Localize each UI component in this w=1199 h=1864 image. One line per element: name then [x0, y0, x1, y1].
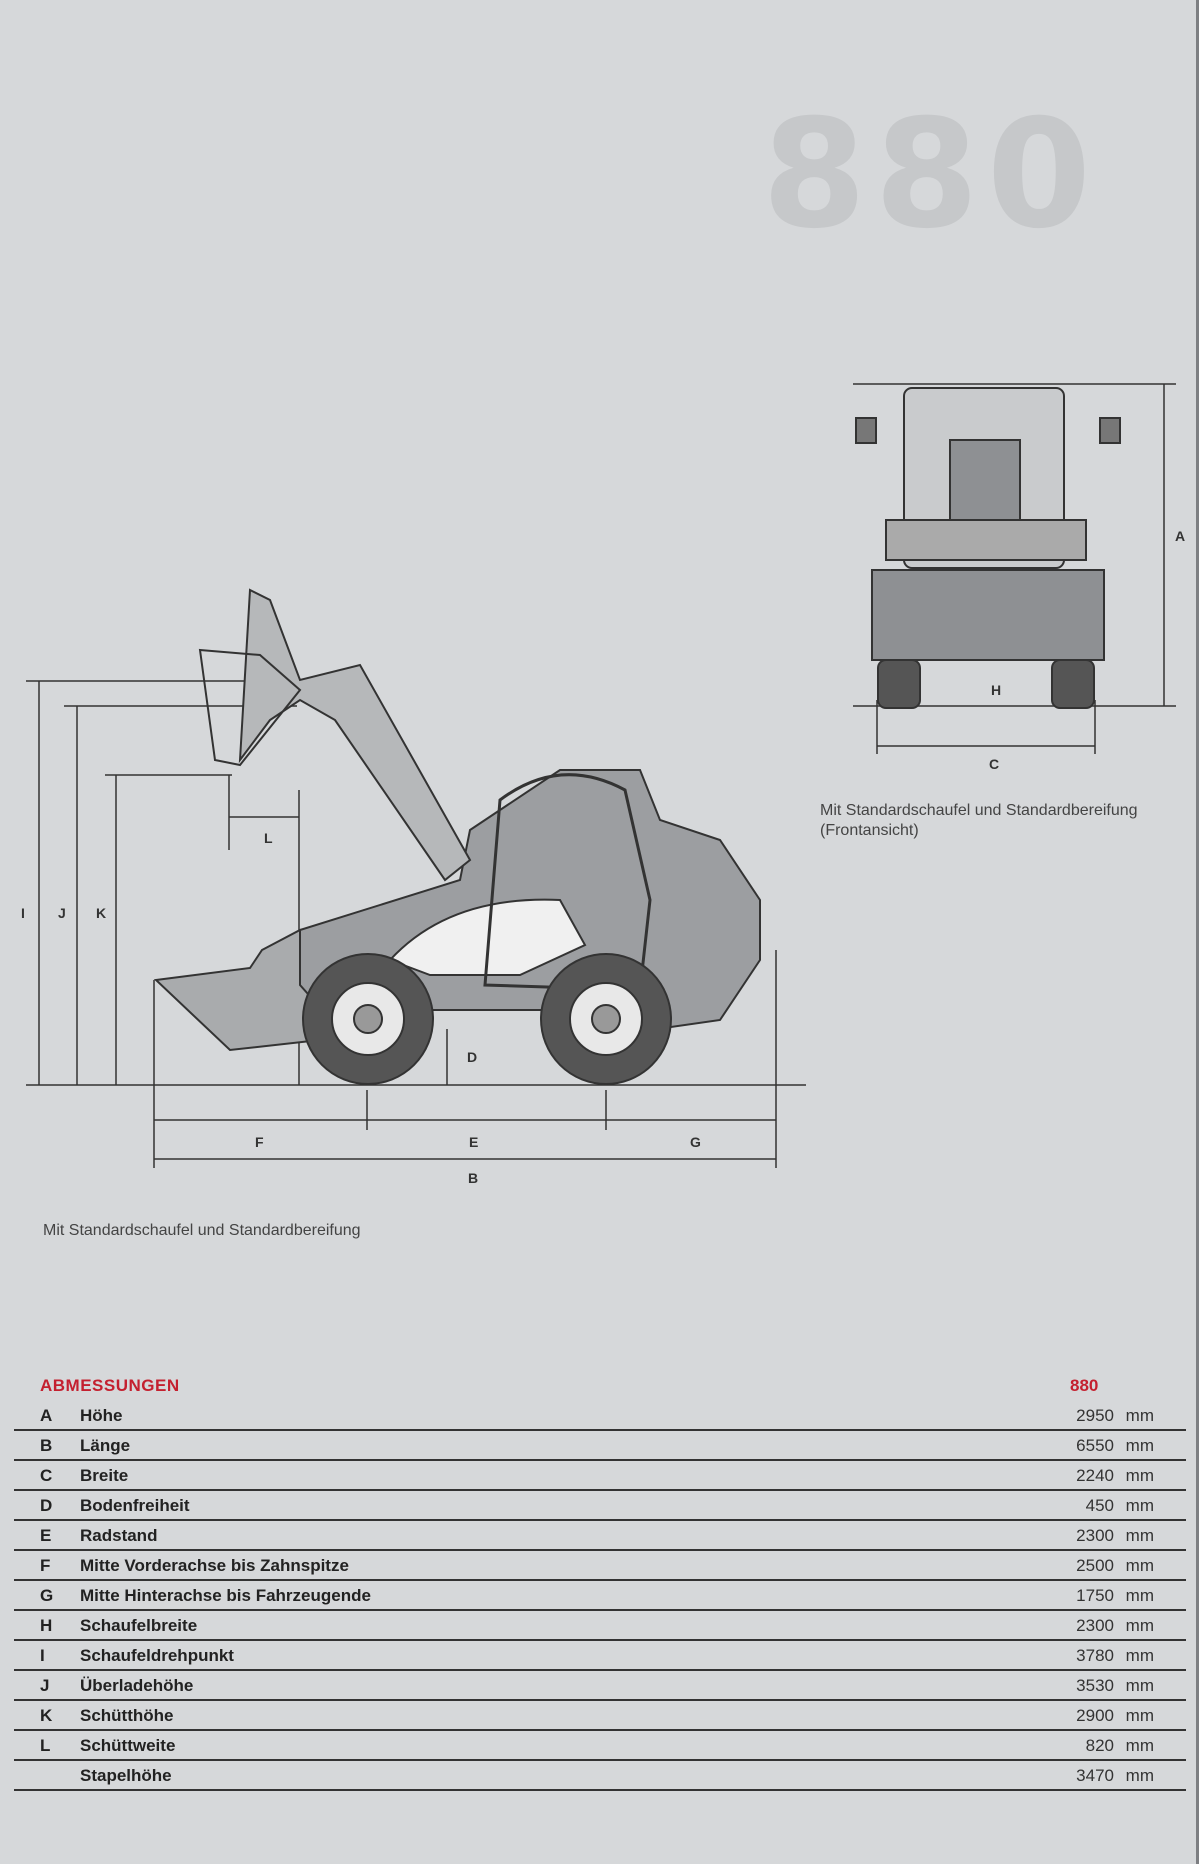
row-value: 820 — [1085, 1736, 1114, 1755]
row-key: G — [40, 1586, 54, 1605]
table-row: F Mitte Vorderachse bis Zahnspitze 2500 mm — [14, 1551, 1186, 1581]
row-key: C — [40, 1466, 53, 1485]
row-unit: mm — [1125, 1706, 1154, 1725]
row-value: 2300 — [1076, 1526, 1114, 1545]
table-title: ABMESSUNGEN — [40, 1376, 180, 1395]
row-unit: mm — [1125, 1556, 1154, 1575]
row-key: I — [40, 1646, 45, 1665]
dim-label-i: I — [21, 905, 25, 921]
technical-drawing — [26, 383, 1176, 1168]
table-row: K Schütthöhe 2900 mm — [14, 1701, 1186, 1731]
row-label: Überladehöhe — [80, 1676, 194, 1695]
front-caption-line2: (Frontansicht) — [820, 822, 919, 839]
row-unit: mm — [1125, 1616, 1154, 1635]
table-model: 880 — [1070, 1376, 1099, 1395]
row-label: Mitte Vorderachse bis Zahnspitze — [80, 1556, 349, 1575]
dim-label-e: E — [469, 1134, 479, 1150]
row-label: Bodenfreiheit — [80, 1496, 190, 1515]
row-unit: mm — [1125, 1736, 1154, 1755]
dim-label-l: L — [264, 830, 273, 846]
dim-label-g: G — [690, 1134, 701, 1150]
model-watermark: 880 — [762, 88, 1100, 262]
table-header: ABMESSUNGEN 880 — [14, 1372, 1186, 1401]
row-key: J — [40, 1676, 50, 1695]
row-key: A — [40, 1406, 53, 1425]
row-label: Höhe — [80, 1406, 123, 1425]
row-key: B — [40, 1436, 53, 1455]
wheel-loader-side — [153, 588, 761, 1085]
dim-label-h: H — [991, 682, 1002, 698]
row-label: Stapelhöhe — [80, 1766, 172, 1785]
row-unit: mm — [1125, 1766, 1154, 1785]
table-row: A Höhe 2950 mm — [14, 1401, 1186, 1431]
dim-label-k: K — [96, 905, 107, 921]
row-value: 2500 — [1076, 1556, 1114, 1575]
table-row: H Schaufelbreite 2300 mm — [14, 1611, 1186, 1641]
row-label: Schaufelbreite — [80, 1616, 198, 1635]
wheel-loader-front — [855, 387, 1121, 709]
table-row: J Überladehöhe 3530 mm — [14, 1671, 1186, 1701]
side-view-caption: Mit Standardschaufel und Standardbereifu… — [43, 1222, 361, 1239]
row-unit: mm — [1125, 1436, 1154, 1455]
row-value: 3780 — [1076, 1646, 1114, 1665]
front-caption-line1: Mit Standardschaufel und Standardbereifu… — [820, 802, 1138, 819]
row-label: Schaufeldrehpunkt — [80, 1646, 234, 1665]
row-value: 1750 — [1076, 1586, 1114, 1605]
row-label: Schütthöhe — [80, 1706, 174, 1725]
dim-label-f: F — [255, 1134, 264, 1150]
row-value: 450 — [1085, 1496, 1114, 1515]
row-value: 2950 — [1076, 1406, 1114, 1425]
row-key: D — [40, 1496, 53, 1515]
table-row: C Breite 2240 mm — [14, 1461, 1186, 1491]
row-unit: mm — [1125, 1406, 1154, 1425]
row-value: 2900 — [1076, 1706, 1114, 1725]
table-row: B Länge 6550 mm — [14, 1431, 1186, 1461]
row-label: Breite — [80, 1466, 129, 1485]
row-key: E — [40, 1526, 52, 1545]
dim-label-c: C — [989, 756, 1000, 772]
row-unit: mm — [1125, 1586, 1154, 1605]
table-row: G Mitte Hinterachse bis Fahrzeugende 1750 m… — [14, 1581, 1186, 1611]
row-value: 2240 — [1076, 1466, 1114, 1485]
table-row: I Schaufeldrehpunkt 3780 mm — [14, 1641, 1186, 1671]
row-label: Schüttweite — [80, 1736, 176, 1755]
row-key: K — [40, 1706, 53, 1725]
row-label: Radstand — [80, 1526, 158, 1545]
table-row: D Bodenfreiheit 450 mm — [14, 1491, 1186, 1521]
row-value: 2300 — [1076, 1616, 1114, 1635]
front-view-caption: Mit Standardschaufel und Standardbereifu… — [820, 801, 1138, 841]
table-row: Stapelhöhe 3470 mm — [14, 1761, 1186, 1791]
row-unit: mm — [1125, 1466, 1154, 1485]
dim-label-d: D — [467, 1049, 478, 1065]
row-key: H — [40, 1616, 53, 1635]
row-value: 3470 — [1076, 1766, 1114, 1785]
table-row: L Schüttweite 820 mm — [14, 1731, 1186, 1761]
row-unit: mm — [1125, 1496, 1154, 1515]
row-unit: mm — [1125, 1526, 1154, 1545]
row-key: F — [40, 1556, 51, 1575]
row-unit: mm — [1125, 1676, 1154, 1695]
dim-label-a: A — [1175, 528, 1186, 544]
row-label: Länge — [80, 1436, 131, 1455]
row-value: 6550 — [1076, 1436, 1114, 1455]
table-row: E Radstand 2300 mm — [14, 1521, 1186, 1551]
row-value: 3530 — [1076, 1676, 1114, 1695]
dim-label-b: B — [468, 1170, 479, 1186]
row-label: Mitte Hinterachse bis Fahrzeugende — [80, 1586, 371, 1605]
page-edge — [1196, 0, 1199, 1864]
dim-label-j: J — [58, 905, 66, 921]
row-unit: mm — [1125, 1646, 1154, 1665]
row-key: L — [40, 1736, 51, 1755]
